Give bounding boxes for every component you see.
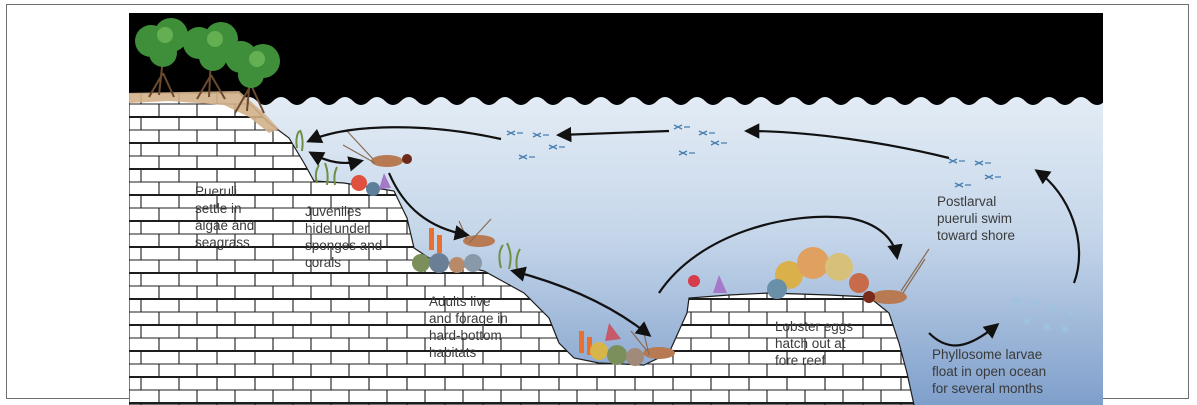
label-postlarval: Postlarval pueruli swim toward shore bbox=[937, 193, 1015, 244]
label-eggs: Lobster eggs hatch out at fore reef bbox=[775, 318, 853, 369]
label-pueruli-settle: Pueruli settle in algae and seagrass bbox=[195, 183, 254, 251]
figure-frame: Pueruli settle in algae and seagrass Juv… bbox=[6, 4, 1189, 399]
label-phyllosome: Phyllosome larvae float in open ocean fo… bbox=[932, 346, 1046, 397]
label-juveniles: Juveniles hide under sponges and corals bbox=[305, 203, 382, 271]
label-adults: Adults live and forage in hard-bottom ha… bbox=[429, 293, 508, 361]
lobster-life-cycle-scene: Pueruli settle in algae and seagrass Juv… bbox=[129, 13, 1103, 405]
